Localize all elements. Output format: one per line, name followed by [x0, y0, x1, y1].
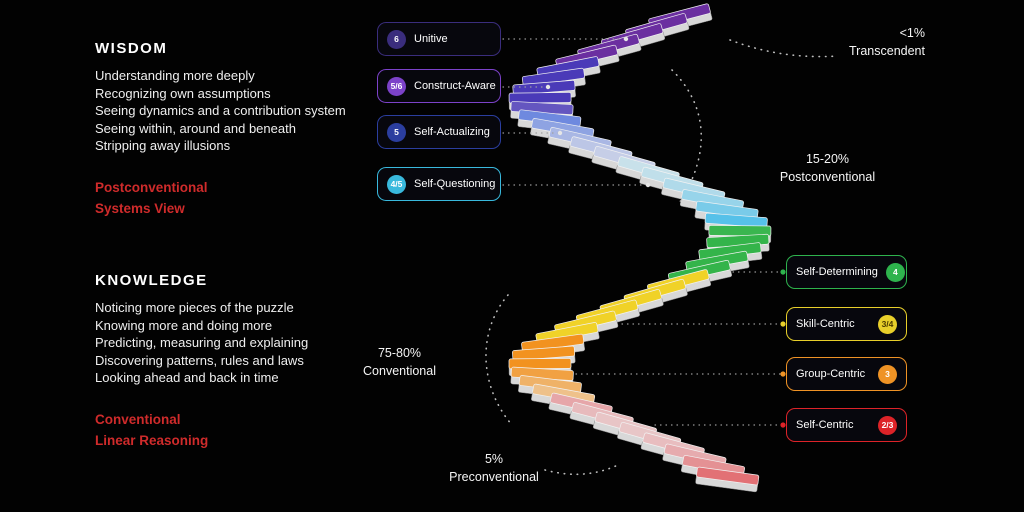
wisdom-highlight: Postconventional: [95, 179, 208, 195]
right-box-connectors: [575, 271, 782, 426]
staircase-steps: [508, 3, 772, 493]
knowledge-highlight: Linear Reasoning: [95, 432, 209, 448]
annotation-transcendent: <1% Transcendent: [815, 26, 925, 58]
stage-label: Self-Actualizing: [414, 126, 490, 138]
stage-number-badge: 3/4: [878, 314, 897, 334]
knowledge-highlight: Conventional: [95, 411, 181, 427]
knowledge-line: Looking ahead and back in time: [95, 370, 279, 385]
dotted-guide-curves: [485, 39, 839, 476]
stage-box-self-actualizing: 5 Self-Actualizing: [377, 115, 501, 149]
stage-label: Skill-Centric: [796, 318, 855, 330]
stage-box-self-questioning: 4/5 Self-Questioning: [377, 167, 501, 201]
wisdom-line: Seeing dynamics and a contribution syste…: [95, 103, 346, 118]
wisdom-highlight: Systems View: [95, 200, 185, 216]
stage-box-skill-centric: Skill-Centric 3/4: [786, 307, 907, 341]
annotation-percent: 75-80%: [377, 346, 422, 360]
stage-label: Group-Centric: [796, 368, 866, 380]
stage-number-badge: 4/5: [387, 174, 406, 194]
wisdom-line: Recognizing own assumptions: [95, 85, 271, 101]
knowledge-line: Noticing more pieces of the puzzle: [95, 300, 294, 315]
annotation-label: Preconventional: [449, 470, 539, 484]
knowledge-line: Predicting, measuring and explaining: [95, 335, 309, 350]
stage-label: Unitive: [414, 33, 448, 45]
stage-number-badge: 5/6: [387, 76, 406, 96]
stage-number-badge: 5: [387, 122, 406, 142]
knowledge-title: KNOWLEDGE: [95, 272, 208, 289]
left-box-connectors: [502, 38, 649, 186]
stage-number-badge: 3: [878, 364, 897, 384]
knowledge-line: Knowing more and doing more: [95, 317, 273, 333]
stage-box-self-centric: Self-Centric 2/3: [786, 408, 907, 442]
stage-number-badge: 6: [387, 29, 406, 49]
stage-box-construct-aware: 5/6 Construct-Aware: [377, 69, 501, 103]
wisdom-line: Stripping away illusions: [95, 138, 231, 153]
wisdom-line: Understanding more deeply: [95, 68, 255, 83]
stage-number-badge: 2/3: [878, 415, 897, 435]
annotation-label: Conventional: [363, 364, 436, 378]
wisdom-block: WISDOM Understanding more deeply Recogni…: [95, 40, 390, 219]
wisdom-title: WISDOM: [95, 40, 168, 57]
annotation-preconventional: 5% Preconventional: [438, 452, 550, 484]
stage-label: Self-Centric: [796, 419, 854, 431]
annotation-postconventional: 15-20% Postconventional: [765, 152, 890, 184]
annotation-percent: 15-20%: [805, 152, 850, 166]
conventional-dotted-line: [485, 294, 513, 426]
wisdom-line: Seeing within, around and beneath: [95, 120, 296, 136]
annotation-percent: 5%: [484, 452, 504, 466]
postconventional-dotted-line: [671, 69, 702, 206]
stage-box-unitive: 6 Unitive: [377, 22, 501, 56]
annotation-conventional: 75-80% Conventional: [352, 346, 447, 378]
knowledge-block: KNOWLEDGE Noticing more pieces of the pu…: [95, 272, 390, 451]
annotation-label: Postconventional: [779, 170, 876, 184]
preconventional-dotted-line: [544, 464, 619, 476]
stage-label: Self-Questioning: [414, 178, 496, 190]
stage-box-group-centric: Group-Centric 3: [786, 357, 907, 391]
knowledge-line: Discovering patterns, rules and laws: [95, 352, 304, 368]
annotation-label: Transcendent: [849, 44, 925, 58]
stage-box-self-determining: Self-Determining 4: [786, 255, 907, 289]
stage-label: Self-Determining: [796, 266, 878, 278]
stage-label: Construct-Aware: [414, 80, 496, 92]
stage-number-badge: 4: [885, 262, 905, 282]
annotation-percent: <1%: [899, 26, 925, 40]
connector-dots: [545, 36, 786, 428]
